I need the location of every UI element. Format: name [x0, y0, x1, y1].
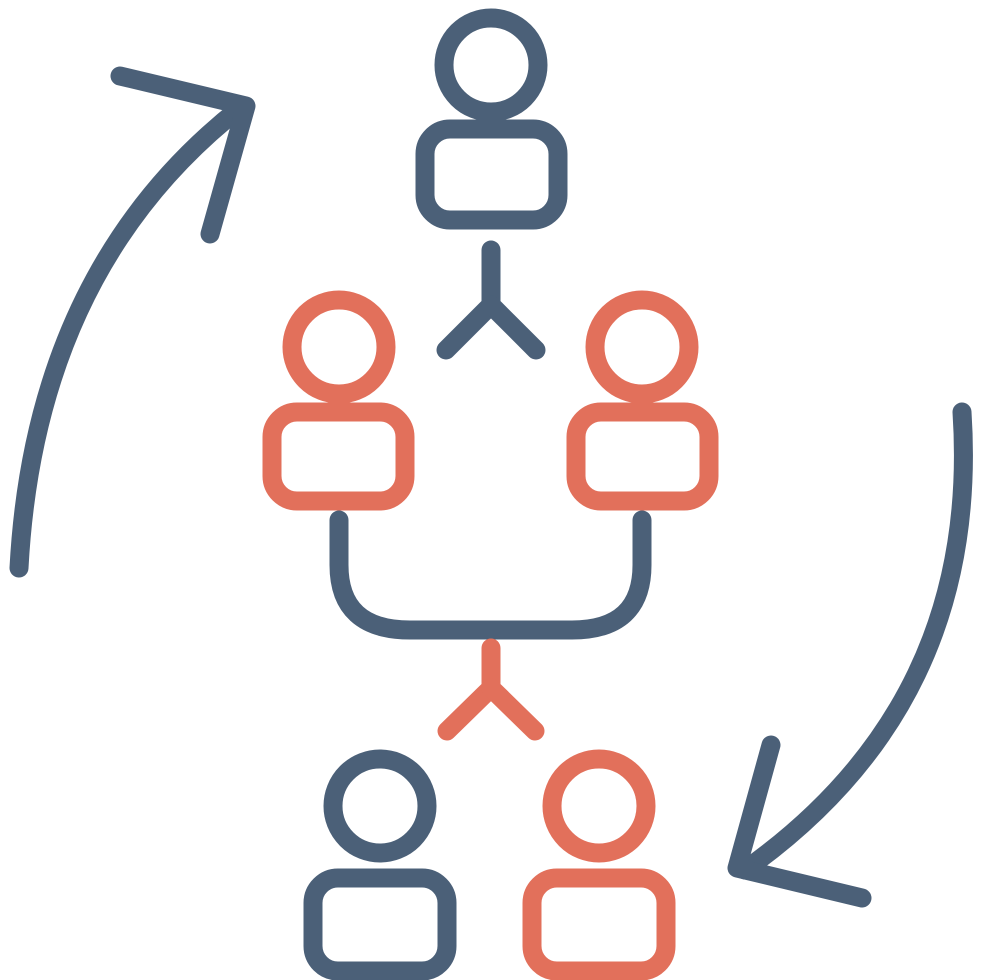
merge-connector	[329, 510, 652, 640]
cycle-arrow-top-left-icon	[9, 66, 256, 578]
person-leader-icon	[415, 8, 568, 230]
cycle-arrow-bottom-right-icon	[727, 402, 973, 908]
person-bottom-right-icon	[522, 749, 676, 980]
person-mid-left-icon	[262, 290, 415, 511]
person-bottom-left-icon	[303, 749, 457, 980]
lower-split-connector	[437, 638, 545, 741]
leader-split-connector	[436, 240, 546, 360]
person-mid-right-icon	[566, 290, 719, 511]
